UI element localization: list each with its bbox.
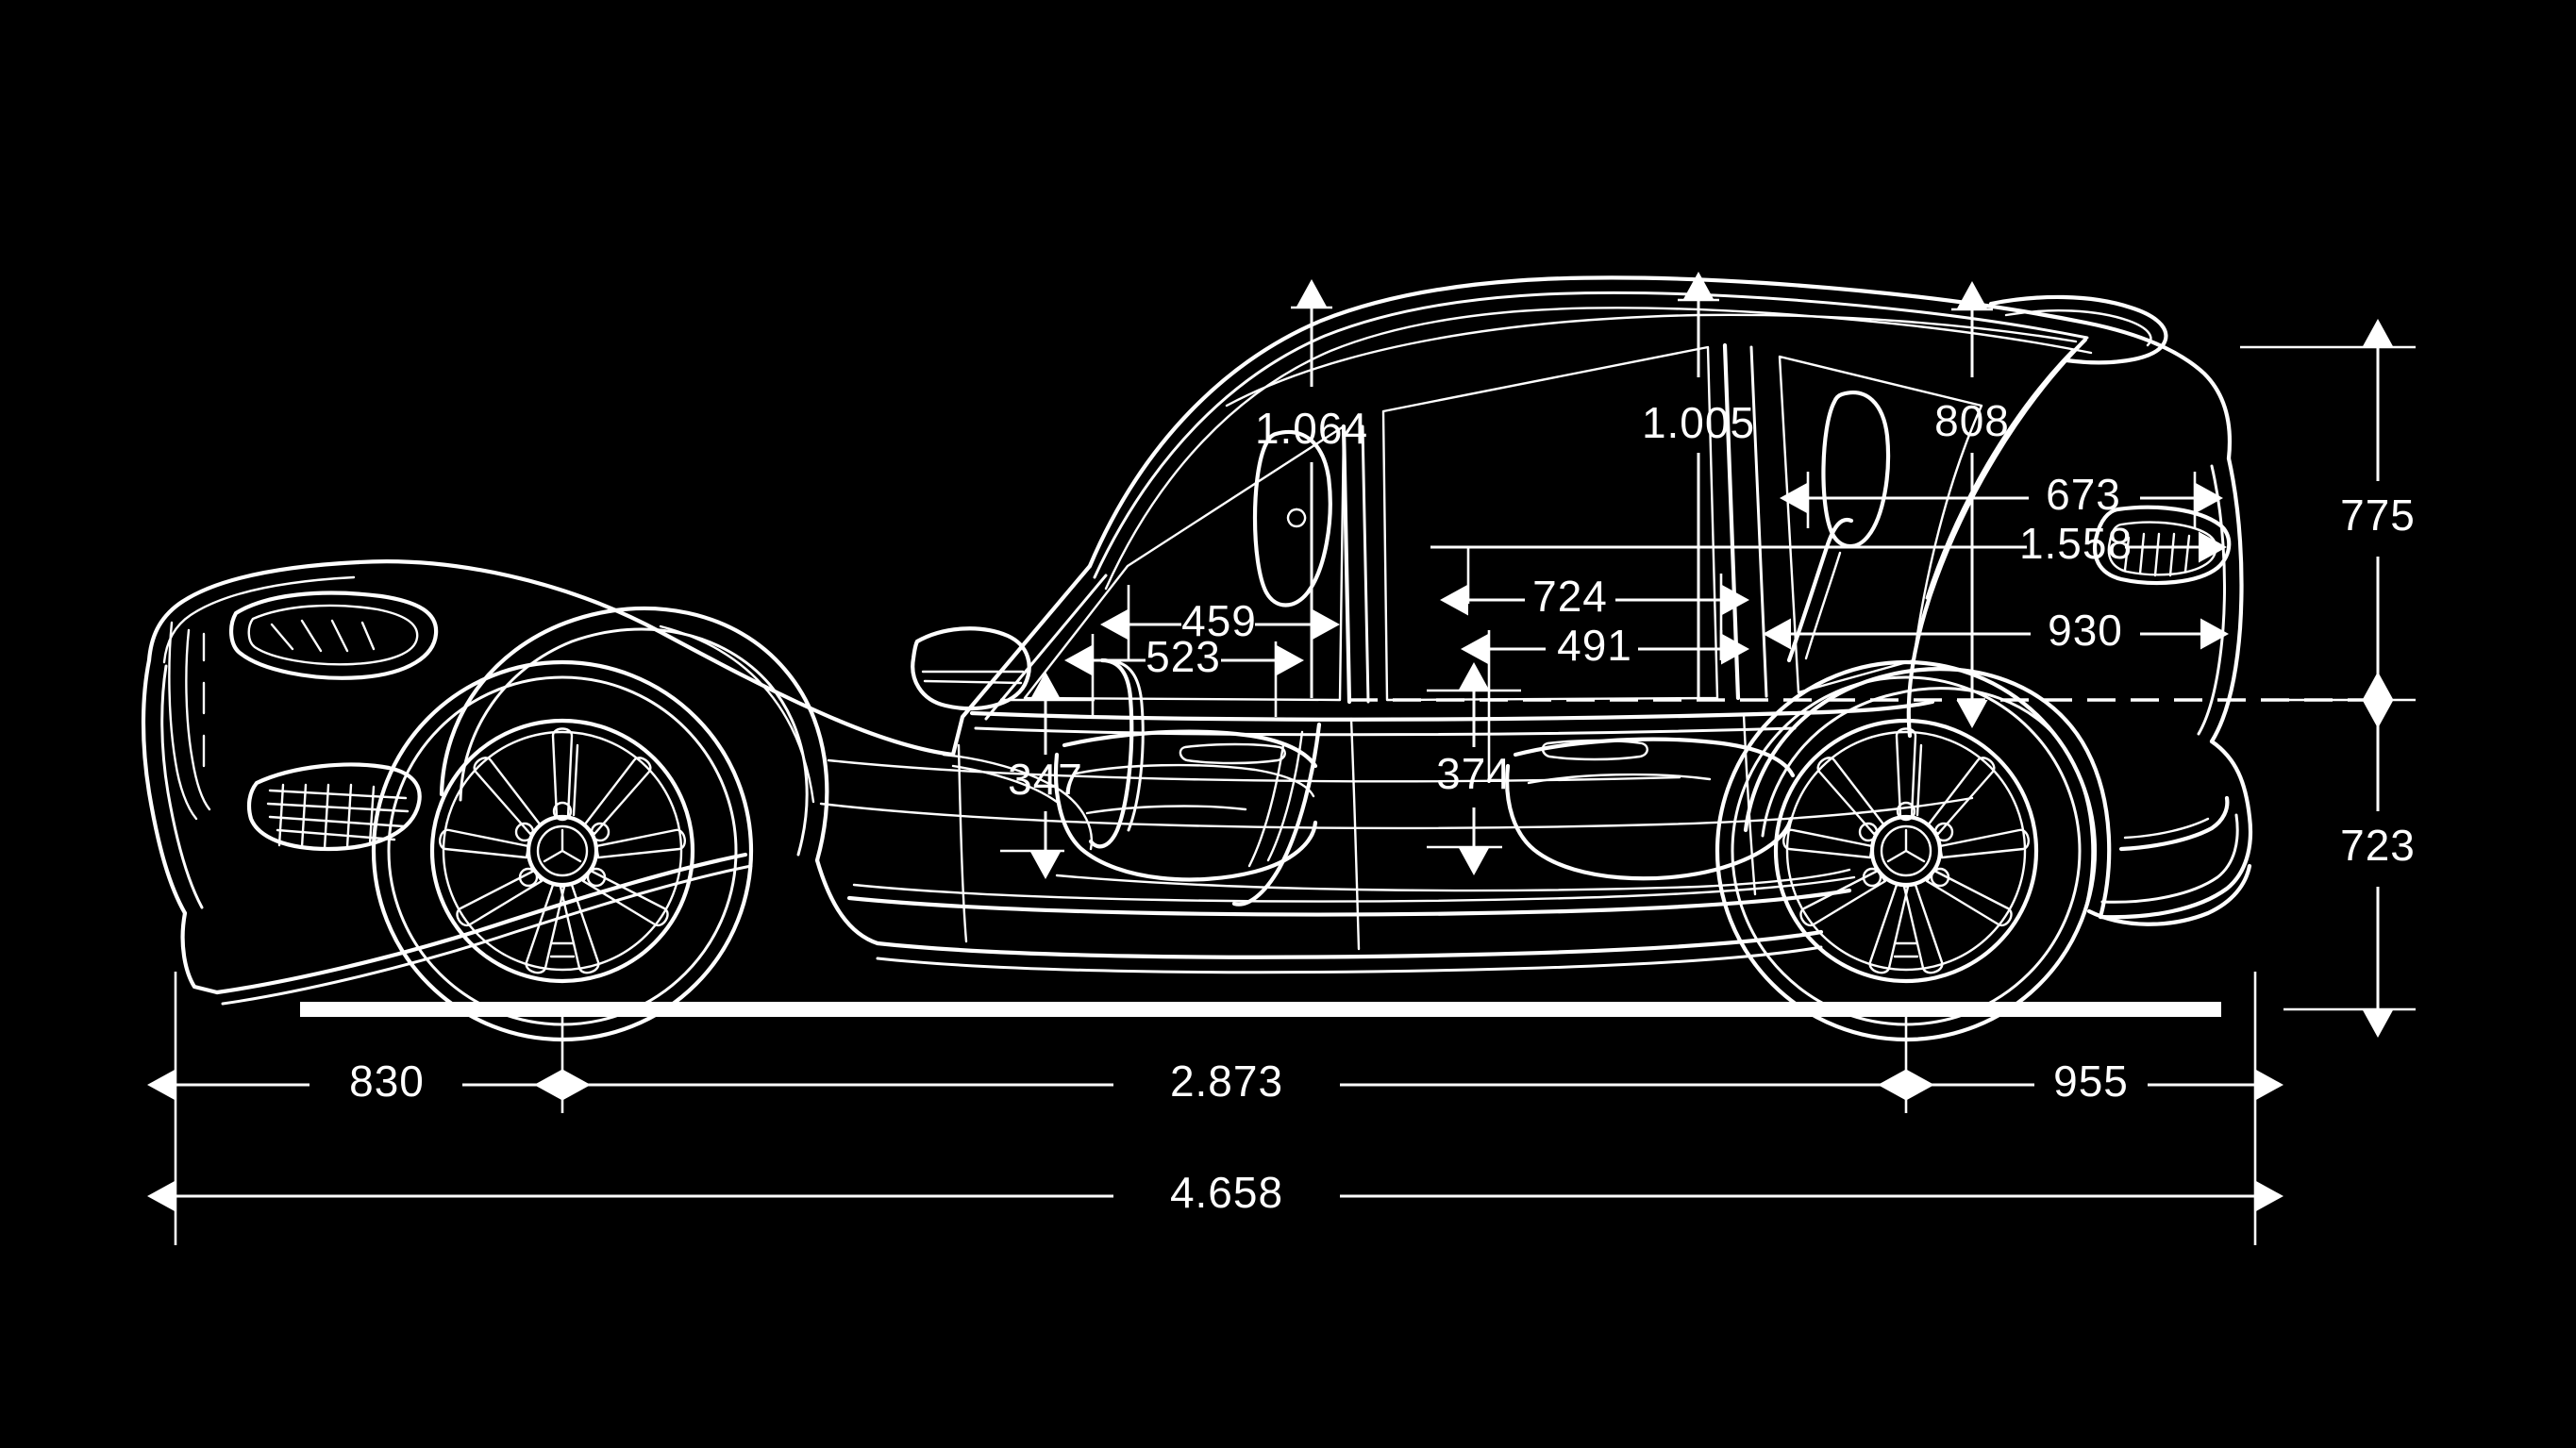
front-wheel: [371, 659, 754, 1042]
dim-upper-height: 775: [2340, 319, 2416, 728]
label-front-seat-travel: 459: [1181, 596, 1257, 645]
dim-front-legroom: 523: [1064, 632, 1304, 717]
dim-front-seat-travel: 459: [1100, 585, 1340, 679]
label-rear-legroom: 724: [1532, 572, 1608, 621]
label-overall-length: 4.658: [1170, 1168, 1283, 1217]
label-upper-height: 775: [2340, 491, 2416, 540]
label-front-overhang: 830: [349, 1057, 425, 1106]
rear-wheel: [1715, 659, 2098, 1042]
dim-rear-overhang: 955: [1878, 1057, 2283, 1106]
label-front-seat-height: 347: [1008, 755, 1083, 804]
label-rear-headroom: 1.005: [1642, 398, 1755, 447]
dim-lower-height: 723: [2340, 672, 2416, 1038]
dim-front-headroom: 1.064: [1255, 279, 1368, 698]
dim-wheelbase: 2.873: [534, 1057, 1934, 1106]
label-rear-knee-room: 491: [1557, 621, 1632, 670]
label-cargo-length: 1.558: [2019, 519, 2133, 568]
label-front-legroom: 523: [1146, 632, 1221, 681]
label-front-headroom: 1.064: [1255, 404, 1368, 453]
label-rear-overhang: 955: [2053, 1057, 2129, 1106]
label-wheelbase: 2.873: [1170, 1057, 1283, 1106]
dim-cargo-length: 1.558: [1430, 519, 2227, 568]
dim-cargo-height: 808: [1934, 281, 2010, 728]
dim-rear-headroom: 1.005: [1642, 272, 1755, 698]
label-cargo-floor-length: 930: [2048, 606, 2123, 655]
label-cargo-height: 808: [1934, 396, 2010, 445]
dim-rear-knee-room: 491: [1461, 621, 1749, 783]
label-lower-height: 723: [2340, 821, 2416, 870]
dim-front-overhang: 830: [147, 1057, 591, 1106]
dim-overall-length: 4.658: [147, 1168, 2283, 1217]
label-rear-seat-height: 374: [1436, 749, 1512, 798]
ground-line: [300, 1002, 2221, 1017]
dim-cargo-floor-length: 930: [1763, 606, 2229, 655]
label-cargo-opening-width: 673: [2046, 470, 2121, 519]
dim-cargo-opening-width: 673: [1780, 470, 2223, 528]
dim-front-seat-height: 347: [1000, 672, 1095, 879]
dim-rear-seat-height: 374: [1427, 662, 1521, 875]
